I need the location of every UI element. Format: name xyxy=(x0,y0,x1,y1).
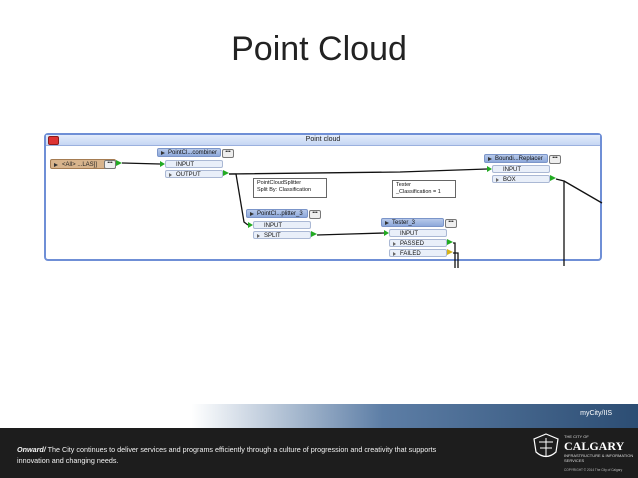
tester-menu-button[interactable]: ••• xyxy=(445,219,457,228)
annotation-line: Tester xyxy=(396,182,411,188)
reader-label: <All> ...LAS]] xyxy=(62,162,98,168)
replacer-box-label: BOX xyxy=(503,177,516,183)
expand-icon[interactable] xyxy=(496,177,499,182)
replacer-input-connector[interactable] xyxy=(487,166,492,172)
tester-input-port[interactable]: INPUT xyxy=(389,229,447,237)
splitter-input-label: INPUT xyxy=(264,223,282,229)
tester-input-label: INPUT xyxy=(400,231,418,237)
annotation-line: Split By: Classification xyxy=(257,187,312,193)
reader-output-port[interactable] xyxy=(116,160,122,166)
splitter-title[interactable]: PointCl...plitter_3 xyxy=(246,209,308,218)
logo-wordmark: CALGARY xyxy=(564,439,625,453)
tester-title-label: Tester_3 xyxy=(392,220,416,226)
combiner-output-label: OUTPUT xyxy=(176,172,201,178)
expand-icon[interactable] xyxy=(393,241,396,246)
onward-statement: Onward/ The City continues to deliver se… xyxy=(17,445,462,466)
tester-failed-connector[interactable] xyxy=(447,249,453,255)
splitter-input-port[interactable]: INPUT xyxy=(253,221,311,229)
onward-text: The City continues to deliver services a… xyxy=(17,445,437,465)
expand-icon[interactable] xyxy=(161,151,165,155)
expand-icon[interactable] xyxy=(257,233,260,238)
replacer-title[interactable]: Boundi...Replacer xyxy=(484,154,548,163)
slide-title: Point Cloud xyxy=(231,30,407,68)
combiner-output-port[interactable]: OUTPUT xyxy=(165,170,223,178)
calgary-logo: THE CITY OF CALGARY INFRASTRUCTURE & INF… xyxy=(531,432,634,476)
copyright-text: COPYRIGHT © 2014 The City of Calgary xyxy=(564,468,623,472)
combiner-input-connector[interactable] xyxy=(160,161,165,167)
replacer-input-port[interactable]: INPUT xyxy=(492,165,550,173)
annotation-line: PointCloudSplitter xyxy=(257,180,302,186)
expand-icon[interactable] xyxy=(169,172,172,177)
replacer-input-label: INPUT xyxy=(503,167,521,173)
replacer-box-connector[interactable] xyxy=(550,175,556,181)
splitter-input-connector[interactable] xyxy=(248,222,253,228)
mycity-label: myCity/IIS xyxy=(580,410,612,417)
tester-input-connector[interactable] xyxy=(384,230,389,236)
splitter-split-connector[interactable] xyxy=(311,231,317,237)
splitter-split-port[interactable]: SPLIT xyxy=(253,231,311,239)
canvas-header: Point cloud xyxy=(46,135,600,146)
replacer-menu-button[interactable]: ••• xyxy=(549,155,561,164)
reader-menu-button[interactable]: ••• xyxy=(104,160,116,169)
tester-failed-label: FAILED xyxy=(400,251,421,257)
collapse-icon[interactable] xyxy=(48,136,59,145)
combiner-title-label: PointCl...combiner xyxy=(168,150,218,156)
expand-icon[interactable] xyxy=(385,221,389,225)
expand-icon[interactable] xyxy=(393,251,396,256)
combiner-title[interactable]: PointCl...combiner xyxy=(157,148,221,157)
city-crest-icon xyxy=(533,433,559,458)
combiner-input-port[interactable]: INPUT xyxy=(165,160,223,168)
expand-icon[interactable] xyxy=(250,212,254,216)
tester-passed-connector[interactable] xyxy=(447,239,453,245)
splitter-menu-button[interactable]: ••• xyxy=(309,210,321,219)
splitter-annotation[interactable]: PointCloudSplitter Split By: Classificat… xyxy=(253,178,327,198)
expand-icon[interactable] xyxy=(488,157,492,161)
footer-gradient-bar xyxy=(0,404,638,428)
splitter-title-label: PointCl...plitter_3 xyxy=(257,211,303,217)
annotation-line: _Classification = 1 xyxy=(396,189,441,195)
onward-bold: Onward/ xyxy=(17,445,46,454)
tester-title[interactable]: Tester_3 xyxy=(381,218,444,227)
tester-passed-port[interactable]: PASSED xyxy=(389,239,447,247)
splitter-split-label: SPLIT xyxy=(264,233,281,239)
tester-annotation[interactable]: Tester _Classification = 1 xyxy=(392,180,456,198)
logo-line: THE CITY OF xyxy=(564,434,589,439)
replacer-box-port[interactable]: BOX xyxy=(492,175,550,183)
combiner-menu-button[interactable]: ••• xyxy=(222,149,234,158)
tester-failed-port[interactable]: FAILED xyxy=(389,249,447,257)
expand-icon[interactable] xyxy=(54,162,58,167)
combiner-output-connector[interactable] xyxy=(223,170,229,176)
canvas-title: Point cloud xyxy=(305,136,341,143)
logo-line: INFRASTRUCTURE & INFORMATION SERVICES xyxy=(564,453,634,463)
combiner-input-label: INPUT xyxy=(176,162,194,168)
tester-passed-label: PASSED xyxy=(400,241,424,247)
replacer-title-label: Boundi...Replacer xyxy=(495,156,543,162)
